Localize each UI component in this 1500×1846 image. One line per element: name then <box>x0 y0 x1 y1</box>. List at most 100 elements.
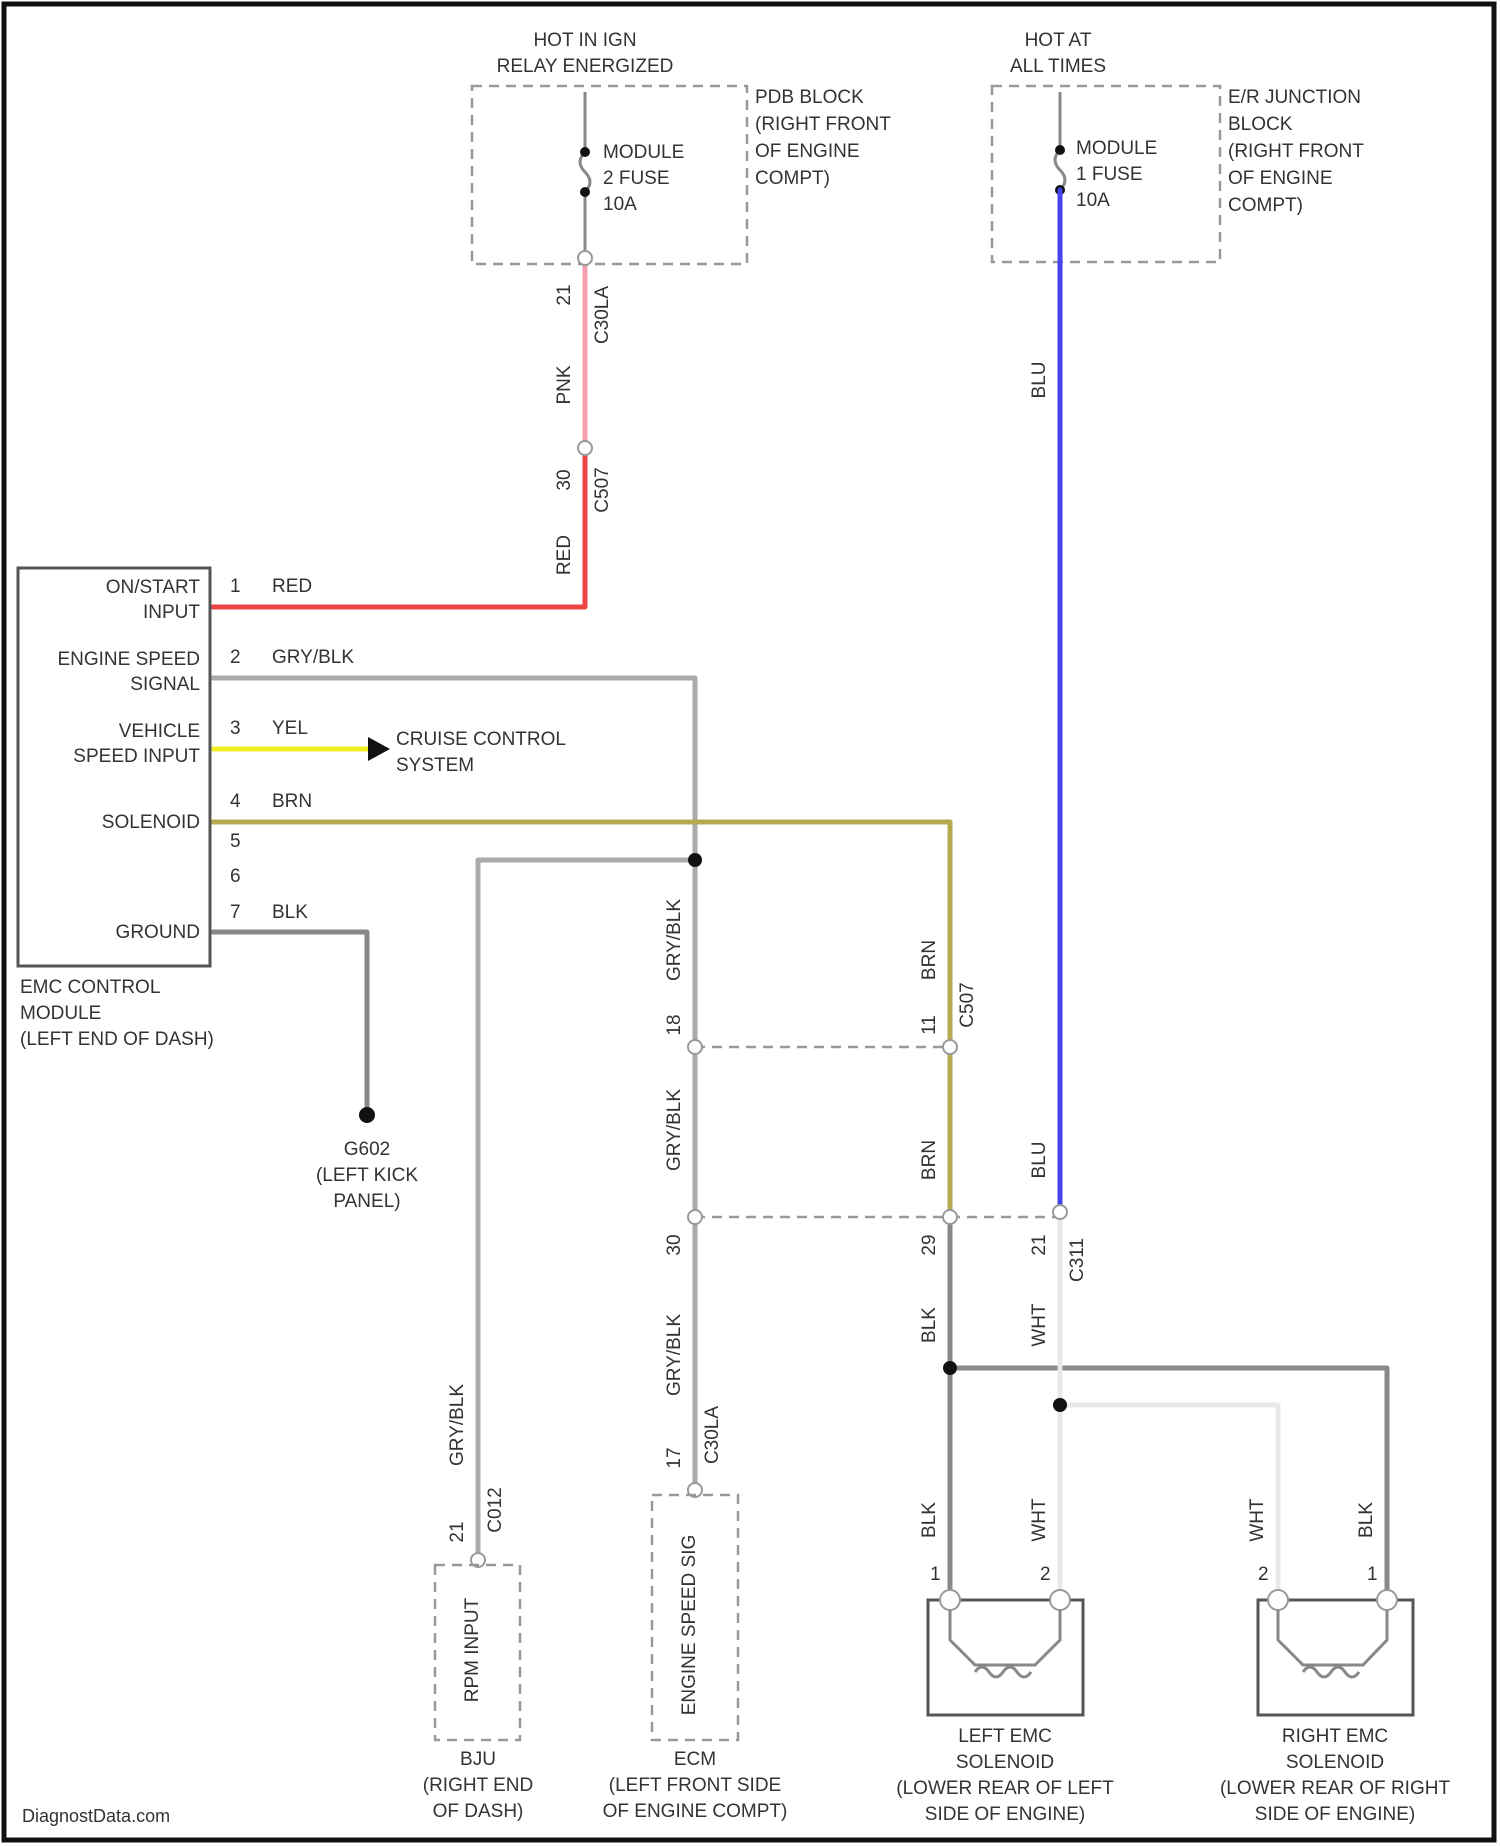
ejb-hot-line2: ALL TIMES <box>1010 56 1106 77</box>
connector-pin-number: 30 <box>554 469 575 490</box>
connector-pin <box>578 441 592 455</box>
module-pin-number: 5 <box>230 831 241 852</box>
solenoid-pin-number: 2 <box>1040 1564 1051 1585</box>
connector-pin-number: 21 <box>1029 1234 1050 1255</box>
ejb-fuse-line: MODULE <box>1076 138 1157 159</box>
connector-pin-number: 30 <box>664 1234 685 1255</box>
left-solenoid-label: SOLENOID <box>956 1752 1054 1773</box>
solenoid-pin-number: 2 <box>1258 1564 1269 1585</box>
wire-label-brn: BRN <box>919 940 940 980</box>
module-pin-number: 7 <box>230 902 241 923</box>
emc-control-module-box <box>18 568 210 966</box>
connector-pin-number: 17 <box>664 1447 685 1468</box>
brn-wire <box>213 822 950 1215</box>
ecm-label: (LEFT FRONT SIDE <box>609 1775 781 1796</box>
connector-pin-number: 29 <box>919 1234 940 1255</box>
ground-label: G602 <box>344 1139 390 1160</box>
module-pin-label: SPEED INPUT <box>73 746 200 767</box>
ecm-label: OF ENGINE COMPT) <box>603 1801 788 1822</box>
module-pin-number: 4 <box>230 791 241 812</box>
wire-label-blu: BLU <box>1029 362 1050 399</box>
connector-pin <box>688 1210 702 1224</box>
module-wire-label: YEL <box>272 718 308 739</box>
splice-dot <box>1053 1398 1067 1412</box>
pdb-fuse-line: MODULE <box>603 142 684 163</box>
watermark: DiagnostData.com <box>22 1806 170 1826</box>
connector-name: C30LA <box>702 1406 723 1464</box>
wire-label-gryblk: GRY/BLK <box>664 1089 685 1171</box>
connector-pin <box>1053 1205 1067 1219</box>
module-wire-label: GRY/BLK <box>272 647 354 668</box>
bju-inner-label: RPM INPUT <box>462 1597 483 1702</box>
bju-label: (RIGHT END <box>423 1775 533 1796</box>
ejb-block-line: (RIGHT FRONT <box>1228 141 1364 162</box>
module-pin-label: SIGNAL <box>130 674 200 695</box>
wht-right-wire <box>1060 1405 1278 1600</box>
ejb-fuse-line: 1 FUSE <box>1076 164 1143 185</box>
connector-pin-number: 21 <box>554 284 575 305</box>
blk-ground-wire <box>213 932 367 1115</box>
cruise-control-label: SYSTEM <box>396 755 474 776</box>
pdb-hot-line2: RELAY ENERGIZED <box>497 56 674 77</box>
wire-label-pnk: PNK <box>554 365 575 404</box>
wire-label-gryblk: GRY/BLK <box>447 1384 468 1466</box>
right-solenoid-icon <box>1258 1590 1413 1715</box>
module-2-fuse-icon <box>580 92 590 258</box>
connector-name: C311 <box>1067 1238 1088 1282</box>
module-pin-label: GROUND <box>116 922 200 943</box>
cruise-control-label: CRUISE CONTROL <box>396 729 566 750</box>
module-pin-label: ENGINE SPEED <box>57 649 200 670</box>
ejb-fuse-line: 10A <box>1076 190 1110 211</box>
ejb-block-line: BLOCK <box>1228 114 1293 135</box>
ground-dot <box>359 1107 375 1123</box>
connector-pin <box>943 1040 957 1054</box>
module-wire-label: BRN <box>272 791 312 812</box>
pdb-block-line: COMPT) <box>755 168 830 189</box>
pdb-block-line: (RIGHT FRONT <box>755 114 891 135</box>
right-solenoid-label: SIDE OF ENGINE) <box>1255 1804 1415 1825</box>
pdb-hot-line1: HOT IN IGN <box>533 30 636 51</box>
ejb-block-line: OF ENGINE <box>1228 168 1333 189</box>
ecm-inner-label: ENGINE SPEED SIG <box>679 1535 700 1716</box>
ground-label: PANEL) <box>333 1191 400 1212</box>
ecm-label: ECM <box>674 1749 716 1770</box>
connector-pin-number: 11 <box>919 1015 940 1035</box>
pdb-block-line: PDB BLOCK <box>755 87 864 108</box>
pdb-fuse-line: 10A <box>603 194 637 215</box>
module-pin-number: 2 <box>230 647 241 668</box>
solenoid-pin-number: 1 <box>1367 1564 1378 1585</box>
module-pin-label: ON/START <box>106 577 201 598</box>
connector-pin-number: 21 <box>447 1521 468 1542</box>
splice-dot <box>688 853 702 867</box>
red-wire <box>213 448 585 607</box>
pdb-block-line: OF ENGINE <box>755 141 860 162</box>
module-name-line: (LEFT END OF DASH) <box>20 1029 214 1050</box>
wire-label-blk: BLK <box>919 1502 940 1538</box>
left-solenoid-icon <box>928 1590 1083 1715</box>
splice-dot <box>943 1361 957 1375</box>
module-pin-label: VEHICLE <box>119 721 200 742</box>
connector-pin <box>943 1210 957 1224</box>
wire-label-wht: WHT <box>1247 1498 1268 1542</box>
connector-name: C012 <box>485 1487 506 1532</box>
diagram-border <box>4 4 1494 1840</box>
connector-pin <box>688 1040 702 1054</box>
cruise-arrow-icon <box>368 737 390 761</box>
wire-label-brn: BRN <box>919 1140 940 1180</box>
module-pin-label: SOLENOID <box>102 812 200 833</box>
connector-name: C507 <box>592 467 613 512</box>
left-solenoid-label: SIDE OF ENGINE) <box>925 1804 1085 1825</box>
connector-name: C507 <box>957 982 978 1027</box>
right-solenoid-label: (LOWER REAR OF RIGHT <box>1220 1778 1451 1799</box>
wire-label-gryblk: GRY/BLK <box>664 1314 685 1396</box>
module-wire-label: RED <box>272 576 312 597</box>
wire-label-blk: BLK <box>1356 1502 1377 1538</box>
ejb-hot-line1: HOT AT <box>1025 30 1092 51</box>
module-pin-number: 1 <box>230 576 241 597</box>
solenoid-pin-number: 1 <box>930 1564 941 1585</box>
module-1-fuse-icon <box>1055 92 1065 195</box>
connector-pin <box>578 251 592 265</box>
connector-pin-number: 18 <box>664 1014 685 1035</box>
